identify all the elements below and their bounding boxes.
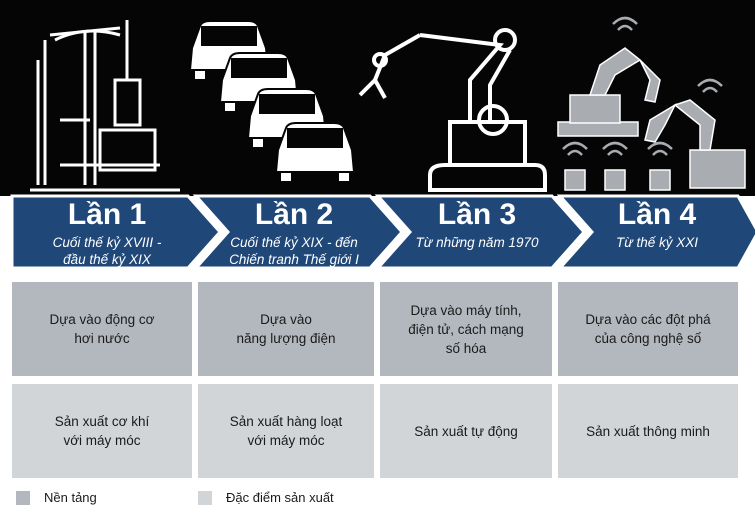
stage-4-production: Sản xuất thông minh	[558, 384, 738, 478]
stage-4-period: Từ thế kỷ XXI	[615, 235, 699, 250]
legend-production-swatch	[198, 490, 212, 505]
stage-1-production-text: Sản xuất cơ khí với máy móc	[54, 414, 150, 448]
legend-basis-swatch	[16, 490, 30, 505]
smart-robots-icon	[557, 16, 746, 191]
legend-basis-label: Nền tảng	[44, 490, 97, 505]
stage-1-basis: Dựa vào động cơ hơi nước	[12, 282, 192, 376]
stage-2-title: Lần 2	[254, 198, 334, 231]
chevron-stage-4	[556, 194, 755, 270]
cars-assembly-icon	[188, 20, 356, 183]
stage-4-basis: Dựa vào các đột phá của công nghệ số	[558, 282, 738, 376]
chevron-stage-2	[192, 194, 405, 270]
stage-2-basis: Dựa vào năng lượng điện	[198, 282, 374, 376]
stage-4-header: Lần 4 Từ thế kỷ XXI	[572, 196, 742, 251]
stage-1-basis-text: Dựa vào động cơ hơi nước	[49, 312, 155, 346]
stage-1-production: Sản xuất cơ khí với máy móc	[12, 384, 192, 478]
stage-1-period: Cuối thế kỷ XVIII - đầu thế kỷ XIX	[52, 235, 162, 267]
stage-2-period: Cuối thế kỷ XIX - đến Chiến tranh Thế gi…	[229, 235, 359, 267]
steam-engine-icon	[30, 20, 180, 192]
stage-4-title: Lần 4	[617, 198, 697, 231]
chevron-stage-1	[10, 194, 223, 270]
chevron-stage-3	[374, 194, 587, 270]
stage-2-production-text: Sản xuất hàng loạt với máy móc	[229, 414, 343, 448]
stage-1-title: Lần 1	[67, 198, 147, 231]
stage-chevrons	[10, 194, 755, 270]
stage-3-period: Từ những năm 1970	[415, 235, 539, 250]
legend-basis: Nền tảng	[16, 490, 97, 505]
stage-4-production-text: Sản xuất thông minh	[586, 423, 710, 439]
stage-3-header: Lần 3 Từ những năm 1970	[392, 196, 562, 251]
stage-2-production: Sản xuất hàng loạt với máy móc	[198, 384, 374, 478]
illustration-layer	[30, 16, 746, 192]
legend-production: Đặc điểm sản xuất	[198, 490, 334, 505]
stage-3-basis: Dựa vào máy tính, điện tử, cách mạng số …	[380, 282, 552, 376]
stage-3-basis-text: Dựa vào máy tính, điện tử, cách mạng số …	[408, 302, 524, 356]
stage-3-title: Lần 3	[437, 198, 517, 231]
stage-4-basis-text: Dựa vào các đột phá của công nghệ số	[585, 312, 711, 346]
stage-3-production: Sản xuất tự động	[380, 384, 552, 478]
legend-production-label: Đặc điểm sản xuất	[226, 490, 334, 505]
stage-1-header: Lần 1 Cuối thế kỷ XVIII - đầu thế kỷ XIX	[22, 196, 192, 268]
stage-2-header: Lần 2 Cuối thế kỷ XIX - đến Chiến tranh …	[204, 196, 384, 268]
robot-arm-icon	[358, 28, 547, 192]
stage-3-production-text: Sản xuất tự động	[414, 423, 518, 439]
stage-2-basis-text: Dựa vào năng lượng điện	[236, 312, 336, 346]
